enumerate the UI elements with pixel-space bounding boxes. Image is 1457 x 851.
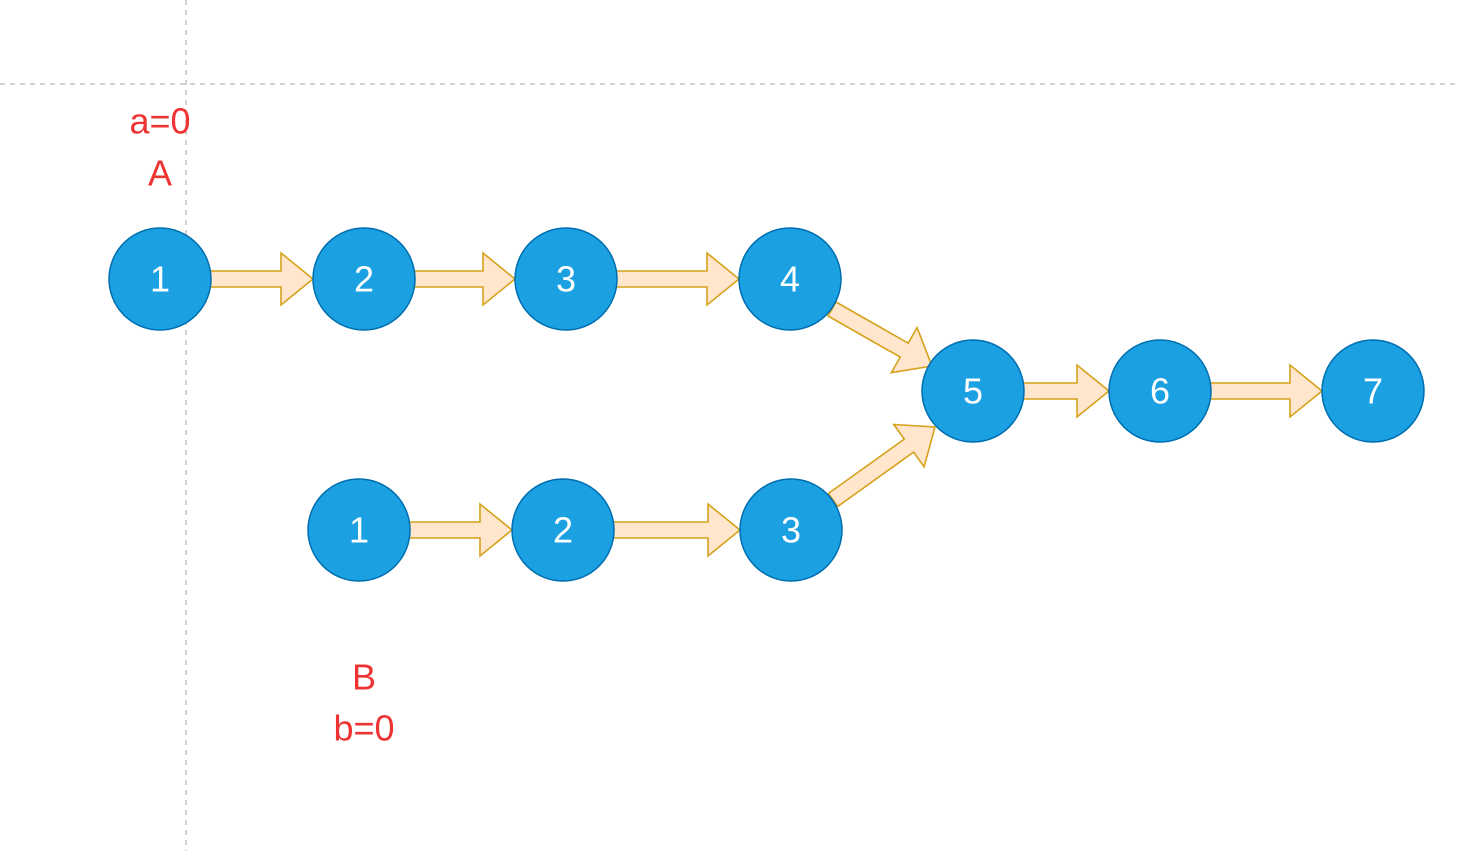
node-label: 2: [354, 259, 374, 300]
arrows-layer: [209, 251, 1324, 558]
pointer-a-value-label: a=0: [129, 101, 190, 142]
node-label: 1: [349, 510, 369, 551]
arrow-6-7: [1209, 363, 1324, 419]
list-a-node-1[interactable]: 1: [108, 227, 212, 331]
list-b-node-3[interactable]: 3: [739, 478, 843, 582]
node-label: 5: [963, 371, 983, 412]
node-label: 7: [1363, 371, 1383, 412]
list-b-node-2[interactable]: 2: [511, 478, 615, 582]
node-label: 3: [556, 259, 576, 300]
list-a-node-2[interactable]: 2: [312, 227, 416, 331]
arrow-a1-a2: [209, 251, 315, 307]
list-b-node-1[interactable]: 1: [307, 478, 411, 582]
arrow-a4-5: [826, 300, 934, 374]
nodes-layer: 1 2 3 4 1 2 3 5: [108, 227, 1425, 582]
arrow-b2-b3: [612, 502, 742, 558]
arrow-b3-5: [827, 423, 937, 508]
shared-node-6[interactable]: 6: [1108, 339, 1212, 443]
node-label: 1: [150, 259, 170, 300]
node-label: 4: [780, 259, 800, 300]
list-a-node-3[interactable]: 3: [514, 227, 618, 331]
arrow-a3-a4: [615, 251, 741, 307]
node-label: 6: [1150, 371, 1170, 412]
list-a-node-4[interactable]: 4: [738, 227, 842, 331]
shared-node-5[interactable]: 5: [921, 339, 1025, 443]
node-label: 2: [553, 510, 573, 551]
list-b-name-label: B: [352, 657, 376, 698]
arrow-5-6: [1022, 363, 1111, 419]
list-a-name-label: A: [148, 153, 172, 194]
arrow-b1-b2: [408, 502, 514, 558]
shared-node-7[interactable]: 7: [1321, 339, 1425, 443]
arrow-a2-a3: [413, 251, 517, 307]
pointer-b-value-label: b=0: [333, 708, 394, 749]
node-label: 3: [781, 510, 801, 551]
